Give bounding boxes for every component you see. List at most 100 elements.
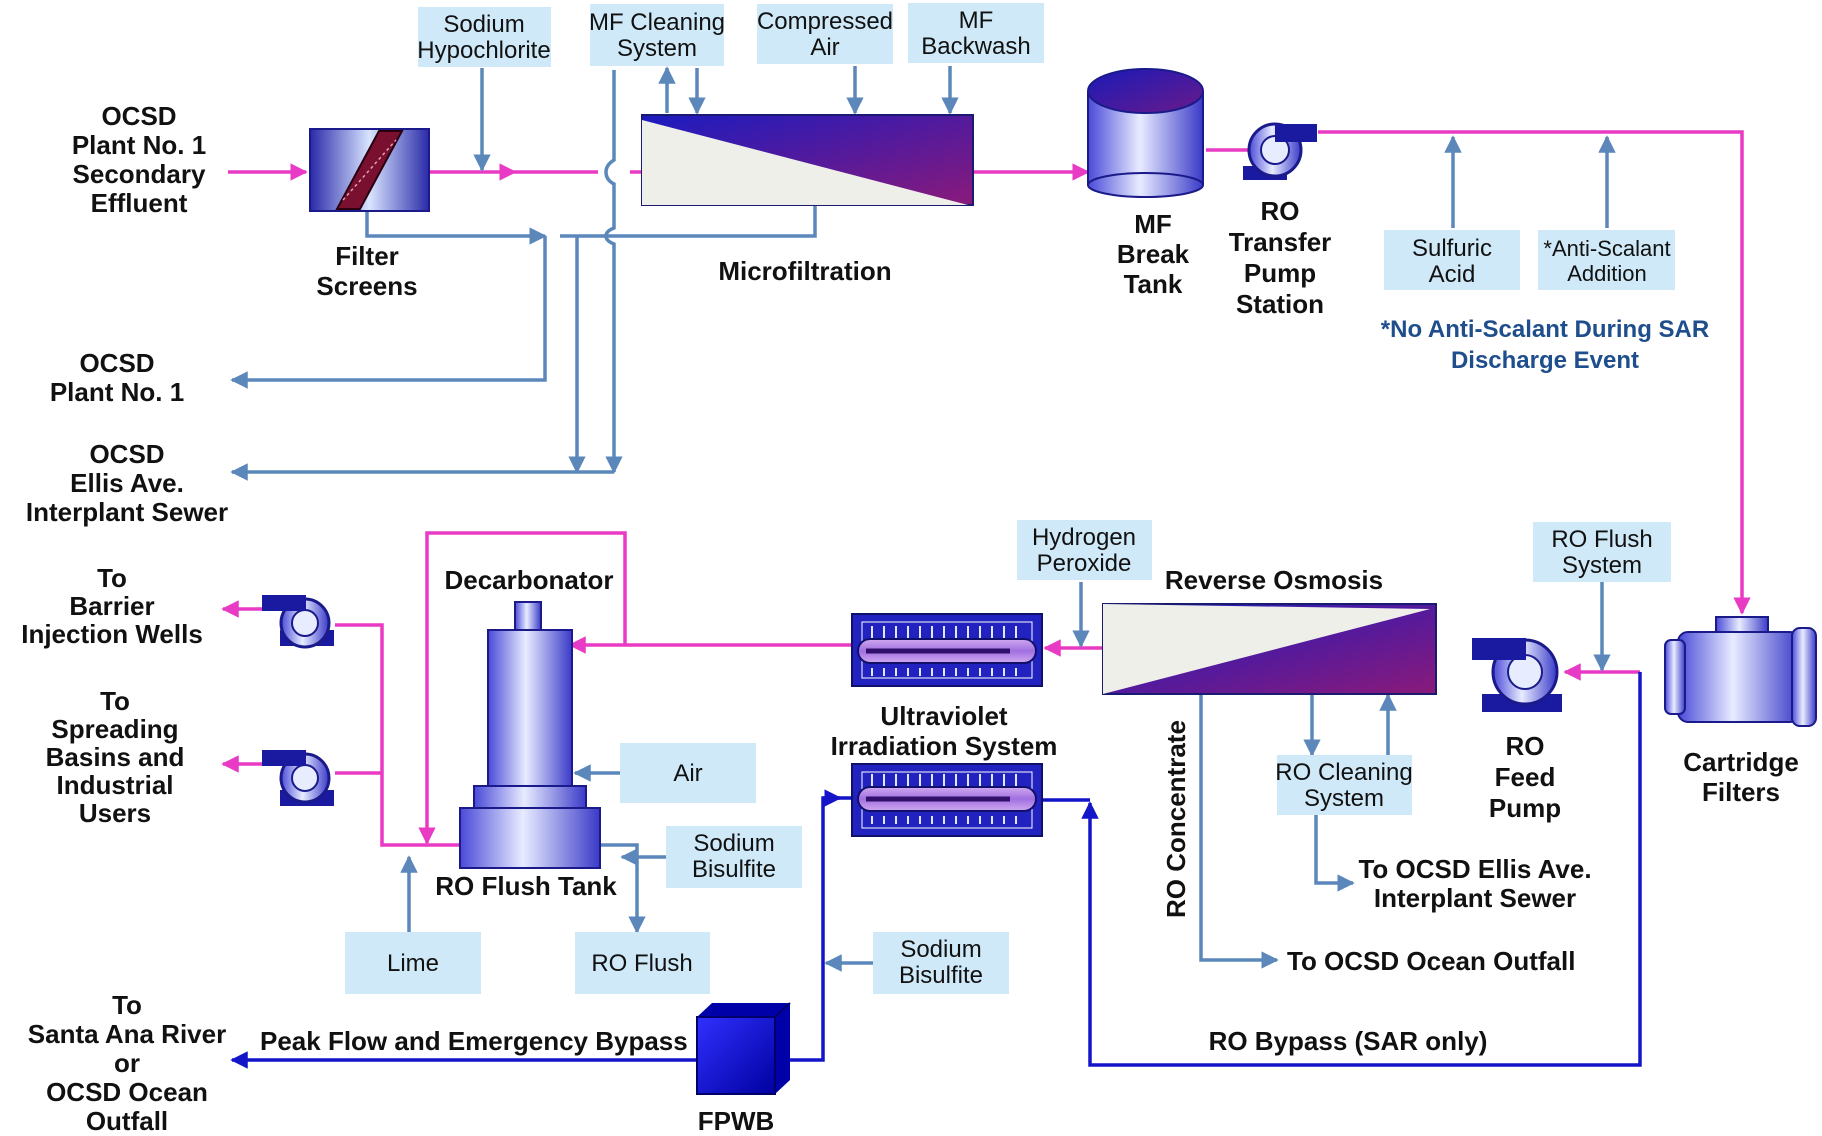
fpwb-label: FPWB bbox=[698, 1106, 775, 1136]
svg-text:Users: Users bbox=[79, 798, 151, 828]
sodium-hypochlorite-label-2: Hypochlorite bbox=[417, 37, 550, 64]
compressed-air-label-2: Air bbox=[810, 34, 839, 61]
hydrogen-peroxide-box: Hydrogen Peroxide bbox=[1017, 520, 1152, 580]
sodium-bisulfite-bypass-box: Sodium Bisulfite bbox=[873, 932, 1009, 994]
hydrogen-peroxide-label-1: Hydrogen bbox=[1032, 524, 1136, 551]
bypass-flow-lines bbox=[230, 672, 1642, 1069]
ro-flush-tank bbox=[459, 807, 601, 869]
compressed-air-box: Compressed Air bbox=[757, 4, 893, 64]
air-label: Air bbox=[673, 760, 702, 787]
ro-bypass-label: RO Bypass (SAR only) bbox=[1209, 1026, 1488, 1056]
svg-text:Pump: Pump bbox=[1489, 793, 1561, 823]
anti-scalant-box: *Anti-Scalant Addition bbox=[1538, 230, 1675, 290]
svg-text:Santa Ana River: Santa Ana River bbox=[28, 1019, 226, 1049]
sulfuric-acid-label-1: Sulfuric bbox=[1412, 235, 1492, 262]
sodium-bisulfite-bypass-label-2: Bisulfite bbox=[899, 962, 983, 989]
svg-text:Injection Wells: Injection Wells bbox=[21, 619, 203, 649]
barrier-pump-icon bbox=[262, 595, 334, 649]
plant1-destination-label: OCSD Plant No. 1 bbox=[50, 348, 184, 407]
ro-concentrate-label: RO Concentrate bbox=[1161, 720, 1191, 918]
product-flow-lines bbox=[221, 130, 1751, 847]
lime-label: Lime bbox=[387, 950, 439, 977]
ro-transfer-pump-label: RO Transfer Pump Station bbox=[1229, 196, 1332, 319]
svg-text:Pump: Pump bbox=[1244, 258, 1316, 288]
mf-backwash-label-2: Backwash bbox=[921, 33, 1030, 60]
ro-flush-label: RO Flush bbox=[591, 950, 692, 977]
mf-backwash-box: MF Backwash bbox=[908, 3, 1044, 63]
ro-flush-tank-label: RO Flush Tank bbox=[435, 871, 617, 901]
waste-flow-lines bbox=[230, 66, 1616, 972]
uv-reactor-upper bbox=[851, 613, 1043, 687]
svg-text:Secondary: Secondary bbox=[73, 159, 206, 189]
mf-break-tank bbox=[1087, 68, 1204, 198]
svg-text:To: To bbox=[97, 563, 127, 593]
ro-sewer-destination-label: To OCSD Ellis Ave. Interplant Sewer bbox=[1358, 854, 1591, 913]
mf-break-tank-label: MF Break Tank bbox=[1117, 209, 1190, 299]
spreading-pump-icon bbox=[262, 750, 334, 806]
fpwb-box bbox=[696, 1002, 791, 1095]
svg-text:OCSD: OCSD bbox=[79, 348, 154, 378]
sodium-hypochlorite-box: Sodium Hypochlorite bbox=[417, 7, 551, 67]
svg-text:Plant No. 1: Plant No. 1 bbox=[72, 130, 206, 160]
ro-cleaning-label-1: RO Cleaning bbox=[1275, 759, 1412, 786]
svg-text:To: To bbox=[100, 686, 130, 716]
compressed-air-label-1: Compressed bbox=[757, 8, 893, 35]
svg-text:OCSD Ocean: OCSD Ocean bbox=[46, 1077, 208, 1107]
decarbonator-label: Decarbonator bbox=[444, 565, 613, 595]
ellis-sewer-destination-label: OCSD Ellis Ave. Interplant Sewer bbox=[26, 439, 228, 527]
sodium-bisulfite-tank-label-2: Bisulfite bbox=[692, 856, 776, 883]
sulfuric-acid-box: Sulfuric Acid bbox=[1384, 230, 1520, 290]
svg-text:Cartridge: Cartridge bbox=[1683, 747, 1799, 777]
svg-text:or: or bbox=[114, 1048, 140, 1078]
lime-box: Lime bbox=[345, 932, 481, 994]
cartridge-filters-label: Cartridge Filters bbox=[1683, 747, 1799, 807]
svg-text:Ultraviolet: Ultraviolet bbox=[880, 701, 1007, 731]
svg-text:Transfer: Transfer bbox=[1229, 227, 1332, 257]
svg-text:*No Anti-Scalant During SAR: *No Anti-Scalant During SAR bbox=[1381, 316, 1709, 343]
svg-text:OCSD: OCSD bbox=[89, 439, 164, 469]
ro-cleaning-label-2: System bbox=[1304, 785, 1384, 812]
svg-text:RO: RO bbox=[1506, 731, 1545, 761]
svg-text:RO: RO bbox=[1261, 196, 1300, 226]
mf-cleaning-label-2: System bbox=[617, 35, 697, 62]
ro-flush-system-box: RO Flush System bbox=[1533, 522, 1671, 582]
svg-text:Interplant Sewer: Interplant Sewer bbox=[26, 497, 228, 527]
ocean-outfall-destination-label: To OCSD Ocean Outfall bbox=[1287, 946, 1575, 976]
ro-flush-box: RO Flush bbox=[575, 932, 710, 994]
svg-text:Ellis Ave.: Ellis Ave. bbox=[70, 468, 184, 498]
svg-text:Spreading: Spreading bbox=[51, 714, 178, 744]
svg-text:Outfall: Outfall bbox=[86, 1106, 168, 1136]
filter-screens-unit bbox=[309, 128, 430, 212]
hydrogen-peroxide-label-2: Peroxide bbox=[1037, 550, 1132, 577]
ro-feed-pump-label: RO Feed Pump bbox=[1489, 731, 1561, 823]
svg-text:Tank: Tank bbox=[1124, 269, 1183, 299]
uv-reactor-lower bbox=[851, 763, 1043, 837]
svg-text:Break: Break bbox=[1117, 239, 1190, 269]
barrier-wells-destination-label: To Barrier Injection Wells bbox=[21, 563, 203, 649]
microfiltration-unit bbox=[641, 114, 974, 206]
reverse-osmosis-unit bbox=[1102, 603, 1437, 695]
sodium-bisulfite-bypass-label-1: Sodium bbox=[900, 936, 981, 963]
spreading-basins-destination-label: To Spreading Basins and Industrial Users bbox=[46, 686, 185, 828]
svg-text:Discharge Event: Discharge Event bbox=[1451, 347, 1639, 374]
anti-scalant-note: *No Anti-Scalant During SAR Discharge Ev… bbox=[1381, 316, 1709, 374]
svg-text:Basins and: Basins and bbox=[46, 742, 185, 772]
mf-backwash-label-1: MF bbox=[959, 7, 994, 34]
filter-screens-label: Filter Screens bbox=[316, 241, 417, 301]
ro-flush-system-label-1: RO Flush bbox=[1551, 526, 1652, 553]
sulfuric-acid-label-2: Acid bbox=[1429, 261, 1476, 288]
ro-cleaning-system-box: RO Cleaning System bbox=[1275, 755, 1413, 815]
svg-text:Plant No. 1: Plant No. 1 bbox=[50, 377, 184, 407]
svg-text:Filter: Filter bbox=[335, 241, 399, 271]
svg-text:To OCSD Ellis Ave.: To OCSD Ellis Ave. bbox=[1358, 854, 1591, 884]
microfiltration-label: Microfiltration bbox=[718, 256, 891, 286]
santa-ana-destination-label: To Santa Ana River or OCSD Ocean Outfall bbox=[28, 990, 226, 1136]
sodium-bisulfite-tank-label-1: Sodium bbox=[693, 830, 774, 857]
cartridge-filters-unit bbox=[1664, 616, 1817, 727]
sodium-hypochlorite-label-1: Sodium bbox=[443, 11, 524, 38]
svg-text:Screens: Screens bbox=[316, 271, 417, 301]
secondary-effluent-label: OCSD Plant No. 1 Secondary Effluent bbox=[72, 101, 206, 218]
anti-scalant-label-2: Addition bbox=[1567, 261, 1647, 286]
air-box: Air bbox=[620, 743, 756, 803]
